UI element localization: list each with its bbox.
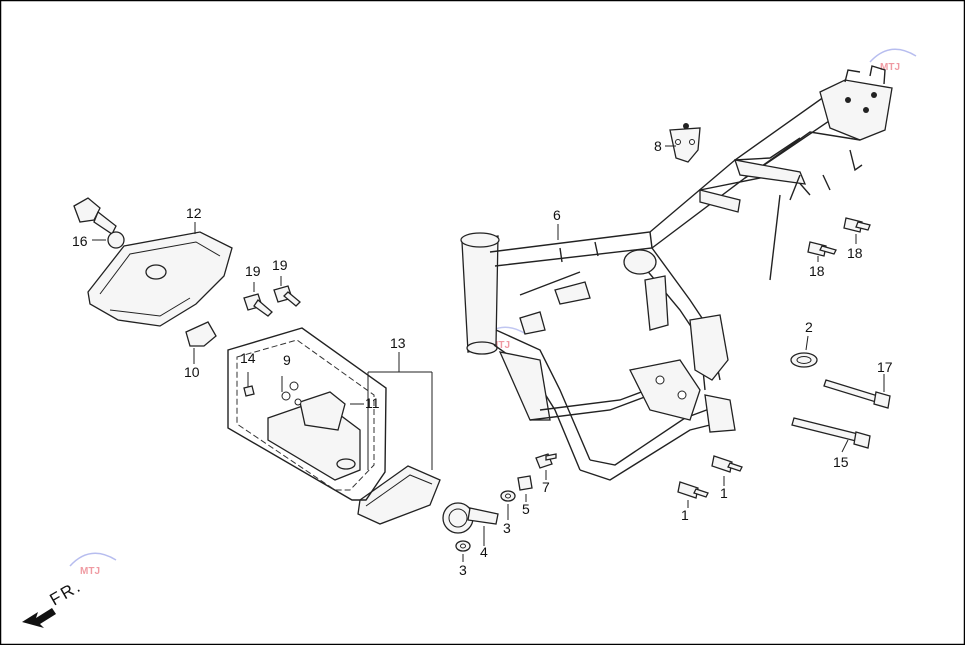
part-12-cover: [87, 222, 233, 327]
part-label-9: 9: [283, 352, 291, 368]
part-label-19: 19: [272, 257, 288, 273]
part-label-2: 2: [805, 319, 813, 335]
part-label-6: 6: [553, 207, 561, 223]
watermark-top-right: MTJ: [869, 48, 917, 73]
part-label-12: 12: [186, 205, 202, 221]
part-label-18: 18: [809, 263, 825, 279]
part-label-19: 19: [245, 263, 261, 279]
part-label-18: 18: [847, 245, 863, 261]
part-label-16: 16: [72, 233, 88, 249]
part-1-bolt-a: [677, 481, 709, 508]
part-19-bolt-b: [273, 276, 301, 307]
watermark-bottom-left: MTJ: [69, 552, 117, 577]
part-18-bolt-b: [843, 217, 871, 244]
part-label-3: 3: [459, 562, 467, 578]
watermark-text: MTJ: [80, 566, 100, 577]
part-3-washer-b: [455, 540, 471, 562]
part-label-3: 3: [503, 520, 511, 536]
part-18-bolt-a: [807, 241, 837, 262]
battery-box-assembly: [227, 327, 387, 501]
part-label-7: 7: [542, 479, 550, 495]
part-3-washer-a: [500, 490, 516, 520]
part-17-long-bolt: [823, 374, 891, 409]
part-4-horn: [442, 502, 499, 546]
part-label-1: 1: [720, 485, 728, 501]
part-5-nut: [517, 475, 533, 502]
watermark-text: MTJ: [880, 62, 900, 73]
part-8-plate: [665, 123, 701, 163]
part-13-cover: [357, 352, 441, 525]
part-label-17: 17: [877, 359, 893, 375]
part-7-bolt: [535, 453, 557, 480]
watermark-text: MTJ: [490, 340, 510, 351]
part-label-1: 1: [681, 507, 689, 523]
part-label-14: 14: [240, 350, 256, 366]
part-label-4: 4: [480, 544, 488, 560]
part-2-grommet: [790, 335, 818, 368]
part-10-clip: [185, 321, 217, 364]
part-16-key-switch: [73, 197, 125, 249]
part-label-8: 8: [654, 138, 662, 154]
part-label-15: 15: [833, 454, 849, 470]
part-label-11: 11: [365, 395, 380, 411]
part-label-5: 5: [522, 501, 530, 517]
front-direction-arrow-icon: [22, 608, 56, 628]
main-frame: [460, 65, 893, 481]
part-19-bolt-a: [243, 282, 273, 317]
part-label-13: 13: [390, 335, 406, 351]
part-15-long-bolt: [791, 417, 871, 453]
part-1-bolt-b: [711, 455, 743, 486]
part-label-10: 10: [184, 364, 200, 380]
